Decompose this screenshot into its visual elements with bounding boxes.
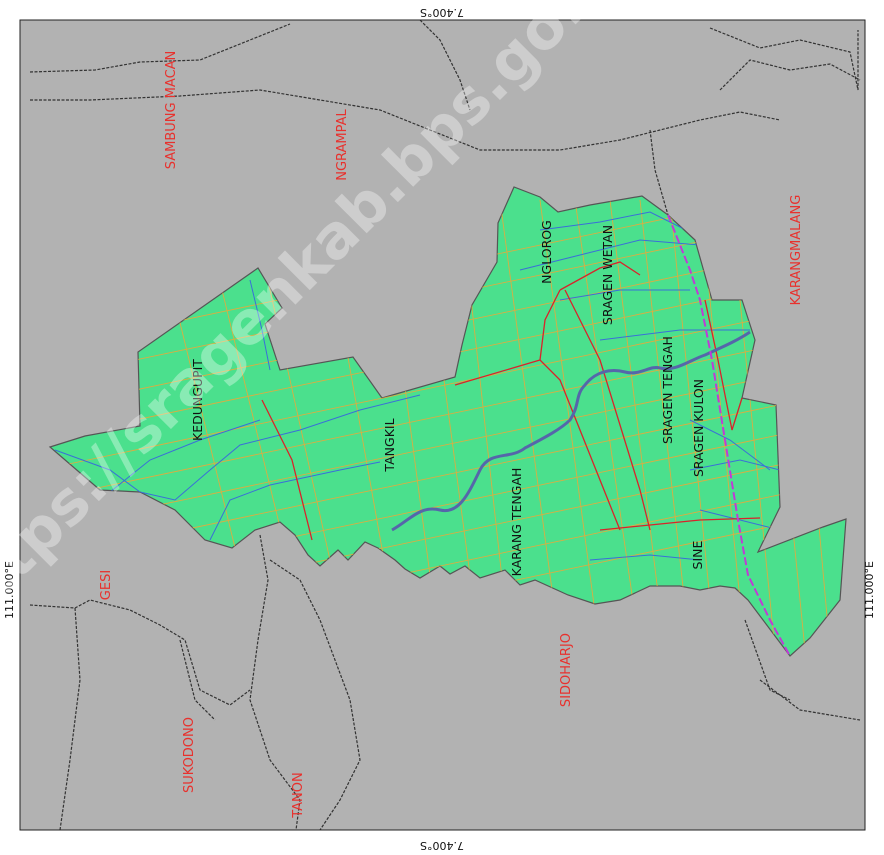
region-label-gesi: GESI xyxy=(99,570,114,600)
coord-bottom-label: 7.400°S xyxy=(420,839,464,852)
main-river xyxy=(391,330,751,532)
village-label-kedungupit: KEDUNGUPIT xyxy=(190,359,205,441)
coord-right-label: 111.000°E xyxy=(863,561,876,619)
region-label-tanon: TANON xyxy=(291,772,306,819)
region-label-ngrampal: NGRAMPAL xyxy=(335,108,350,180)
map-border xyxy=(19,19,866,831)
region-label-karangmalang: KARANGMALANG xyxy=(789,195,804,306)
railway-line xyxy=(667,214,791,657)
main-roads xyxy=(261,261,761,541)
coord-left-label: 111.000°E xyxy=(3,561,16,619)
region-label-sambung-macan: SAMBUNG MACAN xyxy=(164,51,179,170)
village-label-sine: SINE xyxy=(690,540,705,569)
coord-top-label: 7.400°S xyxy=(420,6,464,19)
village-label-sragen-kulon: SRAGEN KULON xyxy=(691,379,706,477)
village-label-sragen-wetan: SRAGEN WETAN xyxy=(600,225,615,325)
village-label-sragen-tengah: SRAGEN TENGAH xyxy=(660,336,675,444)
region-label-sidoharjo: SIDOHARJO xyxy=(559,633,574,707)
region-label-sukodono: SUKODONO xyxy=(182,717,197,793)
village-label-tangkil: TANGKIL xyxy=(382,418,397,472)
village-label-karang-tengah: KARANG TENGAH xyxy=(509,468,524,577)
district-boundaries xyxy=(29,20,861,830)
village-label-nglorog: NGLOROG xyxy=(539,220,554,284)
